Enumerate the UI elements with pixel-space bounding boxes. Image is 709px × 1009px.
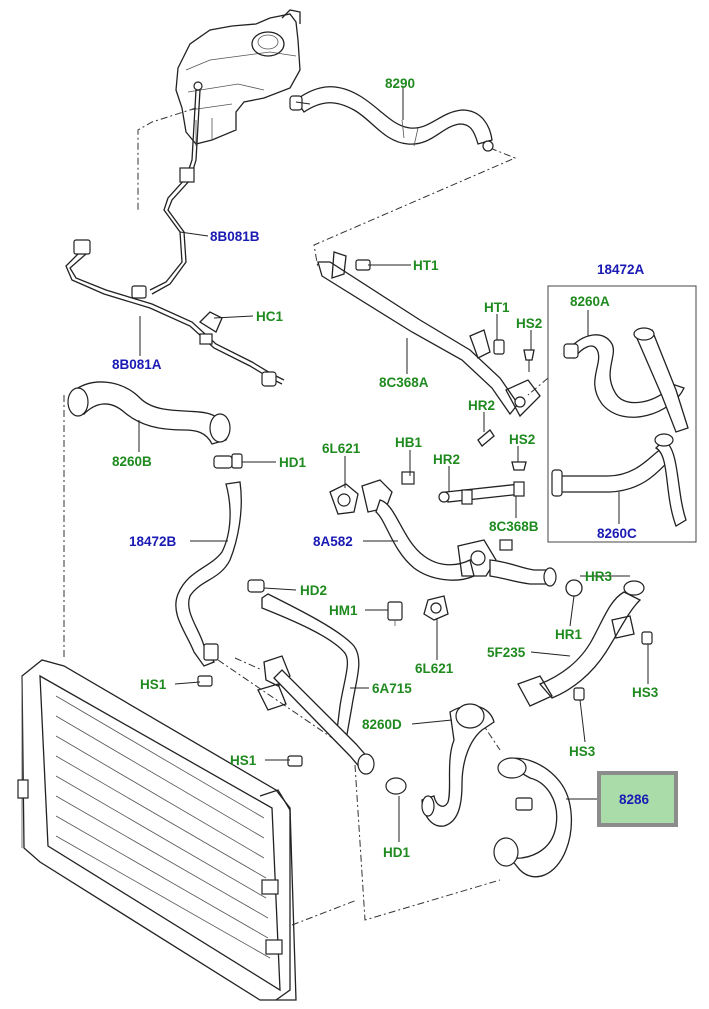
label-HS1-lower: HS1 <box>230 753 257 768</box>
label-HD1-lower: HD1 <box>383 845 410 860</box>
label-8B081B: 8B081B <box>210 229 260 244</box>
label-8286: 8286 <box>619 792 650 807</box>
assembly-box-18472A <box>547 285 697 543</box>
label-HB1: HB1 <box>395 435 422 450</box>
bolts-HS1 <box>197 675 303 767</box>
label-HR1: HR1 <box>555 627 582 642</box>
label-HS2-lower: HS2 <box>509 432 535 447</box>
label-8260A: 8260A <box>570 294 610 309</box>
sensor-harness-8B081A <box>65 239 285 387</box>
label-6L621-upper: 6L621 <box>322 441 361 456</box>
hose-8260B <box>67 381 231 445</box>
hose-8286 <box>493 757 573 878</box>
pipe-8C368A <box>317 251 541 418</box>
leader-lines <box>138 86 649 842</box>
label-8C368B: 8C368B <box>489 519 539 534</box>
hose-18472B <box>175 481 242 667</box>
pipe-6A715 <box>247 579 375 775</box>
label-HS2-upper: HS2 <box>516 316 542 331</box>
dashed-guide-lines <box>63 107 549 926</box>
label-HD2: HD2 <box>300 583 327 598</box>
label-18472B: 18472B <box>129 534 177 549</box>
outlet-8A582 <box>329 471 557 587</box>
label-8B081A: 8B081A <box>112 357 162 372</box>
label-6L621-lower: 6L621 <box>415 661 454 676</box>
label-HR3: HR3 <box>585 569 612 584</box>
label-HS1-upper: HS1 <box>140 677 167 692</box>
expansion-tank <box>175 9 301 146</box>
hose-5F235 <box>517 579 653 707</box>
radiator <box>17 659 297 1001</box>
label-8260B: 8260B <box>112 454 152 469</box>
clamp-HD1-lower <box>385 777 407 795</box>
sensor-harness-8B081B <box>131 81 203 299</box>
hose-8290 <box>289 86 494 152</box>
label-8290: 8290 <box>385 76 415 91</box>
label-18472A: 18472A <box>597 262 645 277</box>
gasket-6L621 <box>423 595 449 621</box>
label-HD1-upper: HD1 <box>279 455 306 470</box>
label-HS3-lower: HS3 <box>569 744 596 759</box>
label-8260C: 8260C <box>597 526 637 541</box>
fasteners-upper <box>355 259 535 471</box>
clip-HC1 <box>198 311 223 333</box>
label-8A582: 8A582 <box>313 534 353 549</box>
label-5F235: 5F235 <box>487 645 526 660</box>
label-HR2-upper: HR2 <box>468 398 495 413</box>
label-HS3-right: HS3 <box>632 685 659 700</box>
label-8260D: 8260D <box>362 717 402 732</box>
label-HT1-upper: HT1 <box>413 258 439 273</box>
label-HR2-lower: HR2 <box>433 452 460 467</box>
label-HC1: HC1 <box>256 309 283 324</box>
label-HM1: HM1 <box>329 603 358 618</box>
pipe-8C368B <box>438 481 525 505</box>
clamp-HD1-upper <box>213 453 243 469</box>
highlight-box-8286 <box>597 771 678 827</box>
label-6A715: 6A715 <box>372 681 412 696</box>
part-labels: 8290 8B081B HT1 18472A 8260A HT1 HS2 HC1… <box>112 76 659 860</box>
sensor-HM1 <box>387 601 403 626</box>
label-8C368A: 8C368A <box>379 375 429 390</box>
hose-8260D <box>421 703 495 827</box>
label-HT1-lower: HT1 <box>484 300 510 315</box>
